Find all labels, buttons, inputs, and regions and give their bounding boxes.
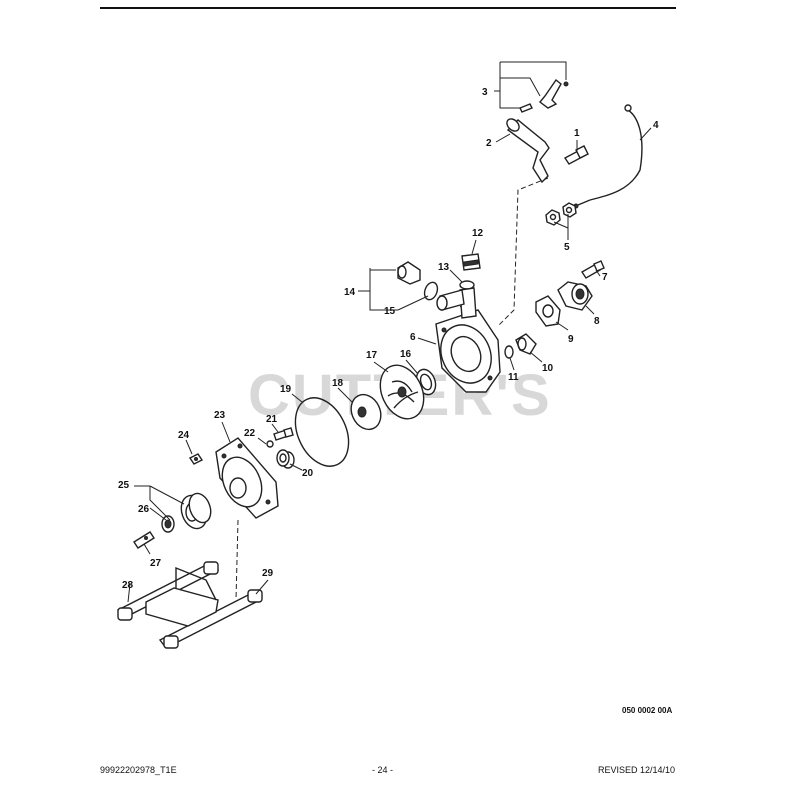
part-nuts [545,202,577,226]
callout-11: 11 [508,372,519,383]
callout-18: 18 [332,378,344,389]
callout-25: 25 [118,480,130,491]
callout-23: 23 [214,410,226,421]
part-impeller [379,364,425,420]
part-bolt-1 [563,145,589,165]
callout-17: 17 [366,350,378,361]
part-frame [116,561,263,649]
part-bolt-24 [188,453,204,465]
callout-15: 15 [384,306,396,317]
leader-lines [127,61,652,603]
part-drain-plug [515,333,537,355]
callout-2: 2 [486,138,492,149]
header-rule [100,7,676,9]
callout-28: 28 [122,580,134,591]
callout-4: 4 [653,120,659,131]
callout-13: 13 [438,262,450,273]
part-shaft [133,531,155,549]
part-cap [461,253,481,271]
callout-19: 19 [280,384,292,395]
callout-29: 29 [262,568,274,579]
part-bearing-ring [180,492,212,530]
callout-8: 8 [594,316,600,327]
part-screw-21 [273,427,294,441]
callout-22: 22 [244,428,256,439]
drawing-code: 050 0002 00A [622,706,673,715]
part-pump-housing [435,287,501,393]
part-lever-bracket [519,78,569,113]
callout-6: 6 [410,332,416,343]
part-handle [506,118,550,184]
part-o-ring-15 [423,281,439,301]
part-washer-22 [266,440,274,448]
part-plug [397,261,421,285]
callout-21: 21 [266,414,278,425]
callout-24: 24 [178,430,190,441]
callout-14: 14 [344,287,356,298]
part-cable [573,104,643,209]
part-inlet-fitting [557,281,593,311]
callout-16: 16 [400,349,412,360]
part-adapter-housing [215,437,279,519]
part-screw-7 [581,260,605,279]
part-o-ring-11 [504,345,514,359]
footer-doc-number: 99922202978_T1E [100,765,177,775]
guide-line-frame [235,519,239,601]
callout-3: 3 [482,87,488,98]
footer-page-number: - 24 - [372,765,394,775]
callout-1: 1 [574,128,580,139]
callout-10: 10 [542,363,554,374]
callout-12: 12 [472,228,484,239]
callout-20: 20 [302,468,314,479]
part-large-o-ring [294,397,350,467]
callout-7: 7 [602,272,608,283]
callout-26: 26 [138,504,150,515]
callout-9: 9 [568,334,574,345]
callout-5: 5 [564,242,570,253]
footer-revision: REVISED 12/14/10 [598,765,676,775]
callout-labels: 1 2 3 4 5 6 7 8 9 10 11 12 13 14 15 16 1… [118,87,659,591]
part-coupler [276,449,295,469]
callout-27: 27 [150,558,162,569]
part-gasket [535,295,561,327]
part-wear-plate [350,393,382,431]
guide-line-handle [497,177,549,327]
part-small-seal [161,515,175,533]
